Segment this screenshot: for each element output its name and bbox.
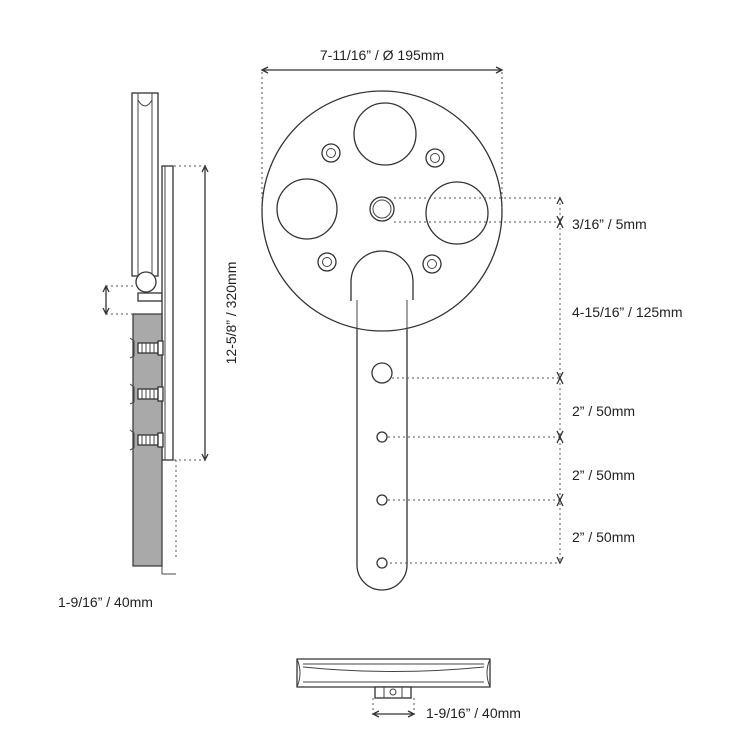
vertical-dimension-line xyxy=(556,196,564,565)
hole-spacing-3-label: 2” / 50mm xyxy=(572,529,635,545)
bottom-depth-label: 1-9/16” / 40mm xyxy=(426,705,521,721)
hole-spacing-2-label: 2” / 50mm xyxy=(572,467,635,483)
bolt-side-2 xyxy=(137,386,164,402)
wheel-cutout-right xyxy=(425,181,489,245)
axle-ball xyxy=(135,271,157,293)
wheel-cutout-bottom xyxy=(350,250,414,301)
spacer-block xyxy=(137,292,163,302)
axle-hole-label: 3/16” / 5mm xyxy=(572,216,647,232)
side-height-label: 12-5/8” / 320mm xyxy=(223,262,239,365)
wheel-front-view xyxy=(261,90,503,591)
bolt-side-3 xyxy=(137,432,164,448)
vertical-extension-lines xyxy=(388,197,560,564)
bolt-hole-bottom-left xyxy=(317,252,337,272)
first-hole-offset-label: 4-15/16” / 125mm xyxy=(572,304,683,320)
bolt-hole-bottom-right xyxy=(422,254,442,274)
arm-mount-hole xyxy=(371,362,393,384)
hub-bottom xyxy=(374,686,412,699)
wheel-bottom-profile xyxy=(296,658,491,688)
bolt-hole-top-left xyxy=(321,143,341,163)
arm-adjust-hole-3 xyxy=(376,557,388,569)
axle-hub xyxy=(369,196,395,222)
bolt-side-1 xyxy=(137,340,164,356)
hanger-arm-side xyxy=(161,165,174,461)
arm-adjust-hole-1 xyxy=(376,431,388,443)
side-depth-label: 1-9/16” / 40mm xyxy=(58,594,153,610)
wheel-diameter-dimension: 7-11/16” / Ø 195mm xyxy=(260,47,504,208)
hanger-arm xyxy=(356,299,408,591)
wheel-diameter-label: 7-11/16” / Ø 195mm xyxy=(320,47,444,63)
wheel-cutout-top xyxy=(353,102,417,166)
arm-adjust-hole-2 xyxy=(376,494,388,506)
wheel-cutout-left xyxy=(276,178,338,240)
wheel-disc xyxy=(261,90,503,332)
hole-spacing-1-label: 2” / 50mm xyxy=(572,403,635,419)
bottom-view xyxy=(296,658,491,718)
wheel-side-profile xyxy=(131,92,159,277)
side-view: 12-5/8” / 320mm xyxy=(102,92,239,575)
bolt-hole-top-right xyxy=(425,148,445,168)
